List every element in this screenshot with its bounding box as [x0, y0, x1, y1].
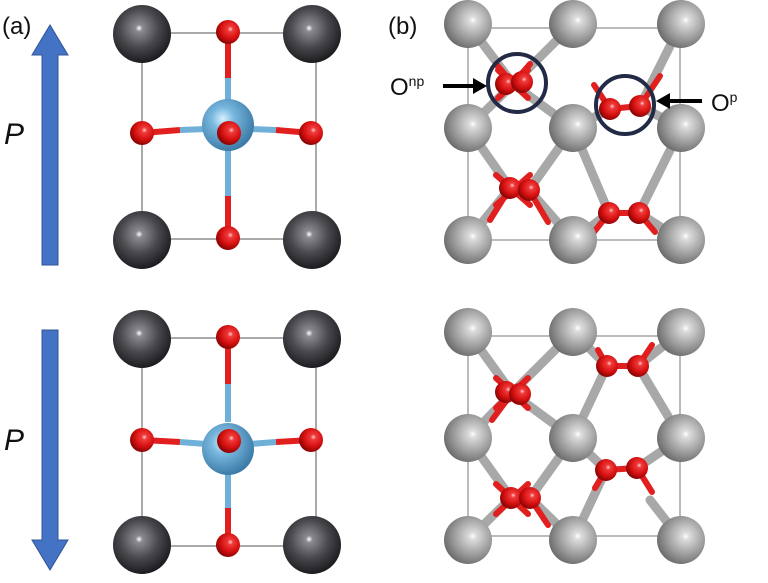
oxygen-atom: [629, 95, 651, 117]
o-p-label: Op: [711, 89, 738, 117]
metal-atom: [113, 5, 171, 63]
metal-atom: [444, 414, 492, 462]
oxygen-atom: [299, 428, 323, 452]
highlight-circle-op: [594, 74, 656, 136]
oxygen-atom: [217, 121, 241, 145]
metal-atom: [657, 0, 705, 48]
oxygen-atom: [216, 226, 240, 250]
unit-cell-top-b: [443, 0, 705, 264]
unit-cell-bottom-a: [113, 310, 341, 574]
oxygen-atom: [130, 121, 154, 145]
oxygen-atom: [495, 73, 517, 95]
metal-atom: [549, 0, 597, 48]
oxygen-atom: [216, 533, 240, 557]
oxygen-atom: [596, 355, 618, 377]
atoms: [113, 310, 341, 574]
oxygen-atom: [599, 98, 621, 120]
oxygen-atom: [627, 355, 649, 377]
metal-atom: [549, 414, 597, 462]
metal-atom: [113, 211, 171, 269]
metal-atom: [283, 5, 341, 63]
metal-atom: [549, 104, 597, 152]
oxygen-atom: [519, 487, 541, 509]
highlight-circles: [486, 52, 656, 136]
metal-atom: [113, 310, 171, 368]
oxygen-atoms: [495, 71, 651, 224]
oxygen-atom: [509, 383, 531, 405]
oxygen-atom: [130, 428, 154, 452]
metal-atom: [657, 516, 705, 564]
panel-b: [443, 0, 705, 564]
metal-atom: [657, 104, 705, 152]
metal-atom: [657, 414, 705, 462]
oxygen-atom: [628, 202, 650, 224]
polarization-label-top: P: [4, 118, 25, 151]
oxygen-atom: [598, 202, 620, 224]
polarization-arrow-down: [31, 329, 69, 571]
o-np-base: O: [390, 74, 409, 101]
polarization-arrow-up: [31, 24, 69, 266]
oxygen-atom: [626, 457, 648, 479]
oxygen-atom: [511, 71, 533, 93]
o-p-base: O: [711, 90, 730, 117]
o-np-label: Onp: [390, 73, 425, 101]
oxygen-atom: [499, 177, 521, 199]
panel-label-b: (b): [388, 13, 418, 40]
oxygen-atom: [518, 179, 540, 201]
gray-atoms: [444, 0, 705, 264]
oxygen-atoms: [495, 355, 649, 509]
atoms: [113, 5, 341, 269]
gray-atoms: [444, 308, 705, 564]
oxygen-atom: [216, 325, 240, 349]
metal-atom: [444, 104, 492, 152]
oxygen-atom: [595, 459, 617, 481]
o-np-superscript: np: [408, 73, 425, 89]
label-arrows: [443, 78, 702, 109]
o-p-superscript: p: [729, 89, 738, 105]
metal-atom: [549, 308, 597, 356]
highlight-circle-onp: [486, 52, 548, 114]
metal-atom: [444, 516, 492, 564]
polarization-label-bottom: P: [4, 424, 25, 457]
panel-label-a: (a): [2, 13, 32, 40]
metal-atom: [657, 216, 705, 264]
metal-atom: [444, 308, 492, 356]
metal-atom: [113, 516, 171, 574]
oxygen-atom: [217, 429, 241, 453]
oxygen-atom: [500, 487, 522, 509]
oxygen-atom: [216, 20, 240, 44]
metal-atom: [444, 216, 492, 264]
metal-atom: [657, 308, 705, 356]
oxygen-atom: [299, 121, 323, 145]
metal-atom: [549, 216, 597, 264]
metal-atom: [283, 516, 341, 574]
unit-cell-bottom-b: [444, 308, 705, 564]
panel-a: [31, 5, 341, 574]
metal-atom: [283, 310, 341, 368]
unit-cell-top-a: [113, 5, 341, 269]
metal-atom: [283, 211, 341, 269]
metal-atom: [549, 516, 597, 564]
metal-atom: [444, 0, 492, 48]
